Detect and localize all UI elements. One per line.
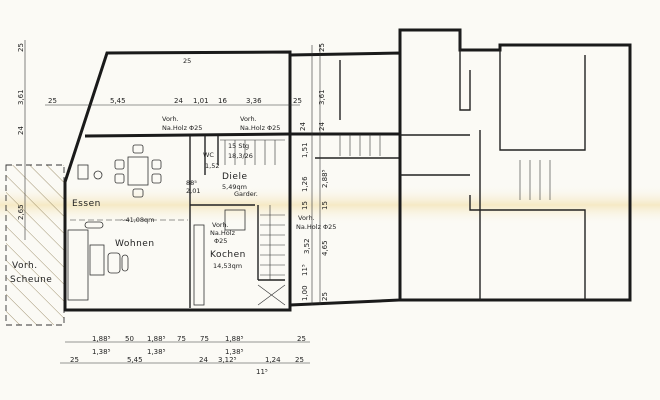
walls-main [63,50,292,312]
dim-left: 2,65 [17,204,25,220]
dim-bottom: 75 [177,335,186,343]
dim-bottom: 5,45 [127,356,143,364]
door-width: 88⁵ [186,179,197,187]
dim-right: 4,65 [321,240,329,256]
dim-top: 25 [293,97,302,105]
room-wc: WC [203,151,214,159]
dim-bottom: 25 [295,356,304,364]
room-garderobe: Garder. [234,190,258,198]
dim-right: 1,00 [301,285,309,301]
kitchen-counter [193,209,246,306]
dim-right: 1,26 [301,176,309,192]
dim-top: 5,45 [110,97,126,105]
dim-top: 3,36 [246,97,262,105]
room-kochen-area: 14,53qm [213,262,242,270]
dim-right: 25 [321,292,329,301]
dim-right: 3,52 [303,238,311,254]
dining-table [114,144,162,198]
dim-right: 25 [318,43,326,52]
dim-bottom: 3,12⁵ [218,356,237,364]
room-wohnen: Wohnen [115,239,155,249]
scheune-area: Vorh. Scheune [5,164,65,326]
note-vorh-1: Vorh. [162,115,179,123]
scheune-label-2: Scheune [10,275,52,285]
room-essen: Essen [72,199,101,209]
dim-bottom: 1,38⁵ [92,348,111,356]
dim-bottom: 11⁵ [256,368,268,376]
dim-left: 25 [17,43,25,52]
walls-right [398,28,632,302]
dim-bottom: 1,88⁵ [147,335,166,343]
room-diele-area: 5,49qm [222,183,247,191]
room-wc-area: 1,52 [205,162,219,170]
room-diele: Diele [222,172,248,182]
dim-bottom: 75 [200,335,209,343]
note-holz-3: Na.Holz [210,229,236,237]
stairs-ratio: 18,3/26 [228,152,253,160]
dim-right: 3,61 [318,89,326,105]
dim-bottom: 1,38⁵ [147,348,166,356]
dim-right: 1,51 [301,142,309,158]
dim-bottom: 24 [199,356,208,364]
dim-top: 24 [174,97,183,105]
sofa-set [67,221,129,301]
dim-right: 2,88⁵ [321,169,329,188]
dim-top: 1,01 [193,97,209,105]
dim-right: 11⁵ [301,264,309,276]
door-height: 2,01 [186,187,200,195]
dim-left: 24 [17,126,25,135]
note-holz-1: Na.Holz Φ25 [162,124,202,132]
dim-bottom: 1,38⁵ [225,348,244,356]
dim-right: 15 [321,201,329,210]
dim-top: 25 [48,97,57,105]
dim-bottom: 1,88⁵ [225,335,244,343]
note-vorh-4: Vorh. [298,214,315,222]
dim-right: 15 [301,201,309,210]
dim-right: 24 [299,122,307,131]
stove [77,164,103,180]
dim-bottom: 25 [70,356,79,364]
dim-bottom: 50 [125,335,134,343]
note-holz-4: Na.Holz Φ25 [296,223,336,231]
note-vorh-3: Vorh. [212,221,229,229]
dimension-lines [24,40,321,364]
dim-bottom: 1,88⁵ [92,335,111,343]
dim-left: 3,61 [17,89,25,105]
dim-bottom: 25 [297,335,306,343]
scheune-label-1: Vorh. [12,261,38,271]
dim-bottom: 1,24 [265,356,281,364]
note-vorh-2: Vorh. [240,115,257,123]
dim-top: 16 [218,97,227,105]
note-holz-2: Na.Holz Φ25 [240,124,280,132]
stairs [220,139,286,306]
room-kochen: Kochen [210,250,246,260]
dim-right: 24 [318,122,326,131]
top-wall-thickness: 25 [183,57,191,65]
stairs-count: 15 Stg [228,142,249,150]
note-phi-3: Φ25 [214,237,227,245]
